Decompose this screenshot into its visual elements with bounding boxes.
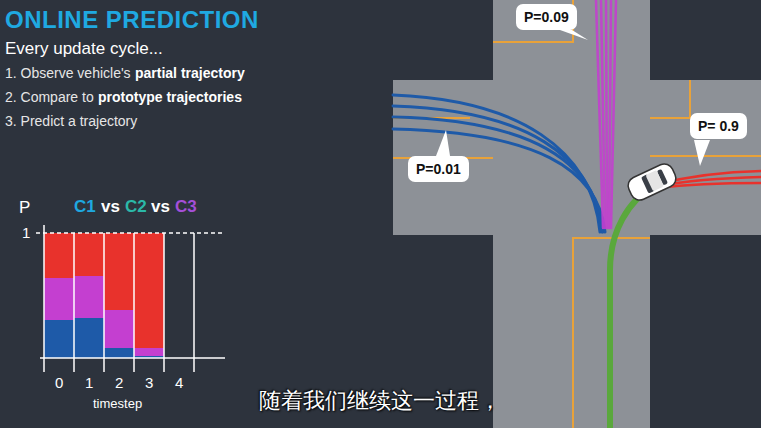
step-text: 3. Predict a trajectory (5, 113, 137, 129)
axis-tick: 2 (115, 374, 123, 391)
class-label: C3 (175, 197, 197, 217)
probability-callout: P=0.01 (408, 156, 469, 182)
step-text: 2. Compare to (5, 89, 94, 105)
axis-title: timestep (93, 397, 142, 412)
probability-callout: P= 0.9 (690, 113, 747, 139)
legend-separator: vs (101, 197, 120, 217)
step-keyword: partial trajectory (135, 65, 245, 81)
trajectories (393, 0, 761, 428)
axis-tick: 0 (55, 374, 63, 391)
callout-tails (436, 30, 710, 166)
car (625, 161, 679, 203)
axis-label: P (19, 198, 30, 218)
probability-callout: P=0.09 (516, 4, 577, 30)
step-keyword: prototype trajectories (98, 89, 242, 105)
subheading: Every update cycle... (5, 39, 163, 59)
legend-separator: vs (151, 197, 170, 217)
probability-value: P=0.09 (524, 9, 569, 25)
axis-tick: 1 (22, 224, 30, 241)
slide-title: ONLINE PREDICTION (5, 6, 259, 34)
axis-tick: 4 (175, 374, 183, 391)
class-label: C2 (125, 197, 147, 217)
step-text: 1. Observe vehicle's (5, 65, 131, 81)
class-label: C1 (74, 197, 96, 217)
probability-chart (36, 225, 225, 372)
subtitle: 随着我们继续这一过程， (259, 388, 501, 413)
intersection-map (393, 0, 761, 428)
probability-value: P= 0.9 (698, 118, 739, 134)
axis-tick: 1 (85, 374, 93, 391)
axis-tick: 3 (145, 374, 153, 391)
probability-value: P=0.01 (416, 161, 461, 177)
